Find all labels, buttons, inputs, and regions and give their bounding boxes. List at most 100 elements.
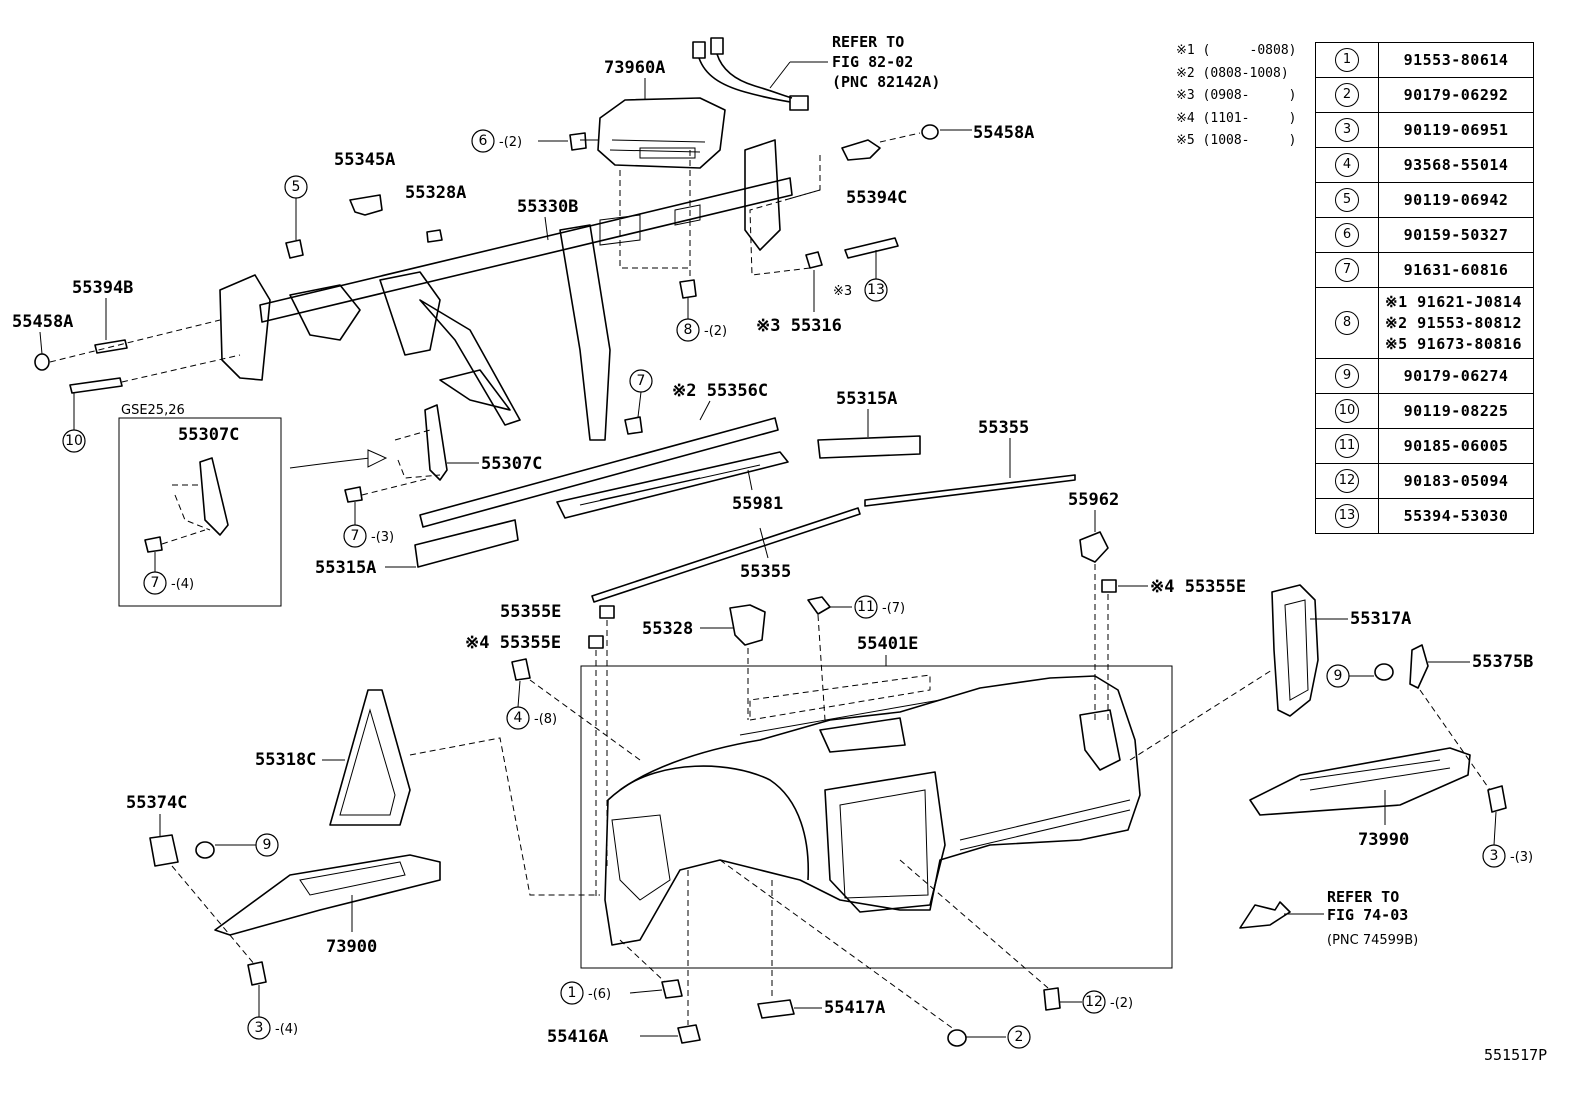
callout-11: 11 -(7) <box>854 595 905 619</box>
instrument-panel-drawing <box>604 675 1141 946</box>
label-55316: ※3 55316 <box>756 316 842 336</box>
callout-3-left: 3 -(4) <box>247 1016 298 1040</box>
label-55355E-1: 55355E <box>500 602 561 622</box>
label-55458A-right: 55458A <box>973 123 1034 143</box>
svg-text:GSE25,26: GSE25,26 <box>121 403 185 418</box>
callout-13: ※3 13 <box>833 278 888 302</box>
pad-55315A-bot <box>414 519 519 568</box>
label-73900: 73900 <box>326 937 377 957</box>
bracket-55345A <box>349 194 383 216</box>
callout-5: 5 <box>284 175 308 199</box>
label-55317A: 55317A <box>1350 609 1411 629</box>
svg-text:(PNC 82142A): (PNC 82142A) <box>832 73 940 91</box>
label-55356C: ※2 55356C <box>672 381 768 401</box>
clip-9-left <box>195 841 215 859</box>
steering-support-beam-drawing <box>219 139 793 441</box>
svg-text:10: 10 <box>65 433 83 449</box>
pad-55355E-3 <box>1101 579 1117 593</box>
bracket-55374C <box>149 834 179 867</box>
bolt-10 <box>69 377 123 394</box>
callout-7-mid: 7 -(3) <box>343 524 394 548</box>
lower-panel-73990 <box>1249 747 1471 816</box>
svg-text:13: 13 <box>867 282 885 298</box>
strip-55355-bot <box>591 507 861 603</box>
svg-text:-(8): -(8) <box>534 712 557 727</box>
bracket-55307C <box>424 404 448 481</box>
svg-text:-(2): -(2) <box>704 324 727 339</box>
svg-text:-(6): -(6) <box>588 987 611 1002</box>
svg-text:2: 2 <box>1015 1029 1024 1045</box>
callout-6: 6 -(2) <box>471 129 522 153</box>
svg-text:5: 5 <box>292 179 301 195</box>
lower-panel-73900 <box>214 854 441 936</box>
label-55307C-inset: 55307C <box>178 425 239 445</box>
svg-text:4: 4 <box>514 710 523 726</box>
pad-55355E-1 <box>599 605 615 619</box>
bracket-55317A <box>1271 584 1319 717</box>
svg-text:1: 1 <box>568 985 577 1001</box>
svg-text:-(4): -(4) <box>171 577 194 592</box>
instrument-panel-box <box>580 665 1173 969</box>
label-55355E-3: ※4 55355E <box>1150 577 1246 597</box>
svg-text:7: 7 <box>151 575 160 591</box>
inset-arrow <box>289 457 371 469</box>
bracket-55375B <box>1409 644 1429 689</box>
svg-text:-(2): -(2) <box>499 135 522 150</box>
bolt-55394C <box>841 139 881 161</box>
svg-text:8: 8 <box>684 322 693 338</box>
svg-text:REFER TO: REFER TO <box>1327 888 1399 906</box>
label-55374C: 55374C <box>126 793 187 813</box>
refer-to-fig-82: REFER TO FIG 82-02 (PNC 82142A) <box>832 33 940 91</box>
pad-55315A-top <box>817 435 921 459</box>
svg-text:-(7): -(7) <box>882 601 905 616</box>
callout-10: 10 <box>62 429 86 453</box>
label-55375B: 55375B <box>1472 652 1533 672</box>
label-55315A-bot: 55315A <box>315 558 376 578</box>
screw-3-right <box>1487 785 1507 813</box>
bracket-55328 <box>729 604 766 646</box>
duct-55981 <box>556 451 789 519</box>
label-55355E-2: ※4 55355E <box>465 633 561 653</box>
bolt-13 <box>844 237 899 259</box>
note-5: ※5 (1008- ) <box>1176 133 1297 148</box>
label-55318C: 55318C <box>255 750 316 770</box>
garnish-55356C <box>419 417 779 528</box>
note-3: ※3 (0908- ) <box>1176 88 1297 103</box>
pad-55355E-2 <box>588 635 604 649</box>
clip-55417A <box>757 999 795 1019</box>
note-2: ※2 (0808-1008) <box>1176 65 1289 81</box>
callout-2: 2 <box>1007 1025 1031 1049</box>
screw-7-top <box>624 416 643 435</box>
bracket-55962 <box>1079 531 1109 563</box>
label-55328A: 55328A <box>405 183 466 203</box>
nut-55458A-left <box>34 353 50 371</box>
label-55315A-top: 55315A <box>836 389 897 409</box>
svg-text:12: 12 <box>1085 994 1103 1010</box>
part-74599B <box>1239 901 1291 929</box>
svg-text:-(3): -(3) <box>1510 850 1533 865</box>
label-55355-bot: 55355 <box>740 562 791 582</box>
knee-airbag-drawing <box>580 97 726 169</box>
clip-55416A <box>677 1024 701 1044</box>
svg-text:7: 7 <box>637 373 646 389</box>
svg-text:(PNC 74599B): (PNC 74599B) <box>1327 933 1418 948</box>
screw-5 <box>285 239 304 259</box>
nut-55316 <box>805 251 823 269</box>
svg-text:6: 6 <box>479 133 488 149</box>
label-55962: 55962 <box>1068 490 1119 510</box>
label-55355-top: 55355 <box>978 418 1029 438</box>
screw-7-mid <box>344 486 363 503</box>
screw-6 <box>569 132 587 151</box>
side-panel-55318C <box>329 689 411 826</box>
clip-12 <box>1043 987 1061 1011</box>
date-notes: ※1 ( -0808) ※2 (0808-1008) ※3 (0908- ) ※… <box>1176 40 1296 153</box>
label-55458A-left: 55458A <box>12 312 73 332</box>
label-55981: 55981 <box>732 494 783 514</box>
nut-2 <box>947 1029 967 1047</box>
